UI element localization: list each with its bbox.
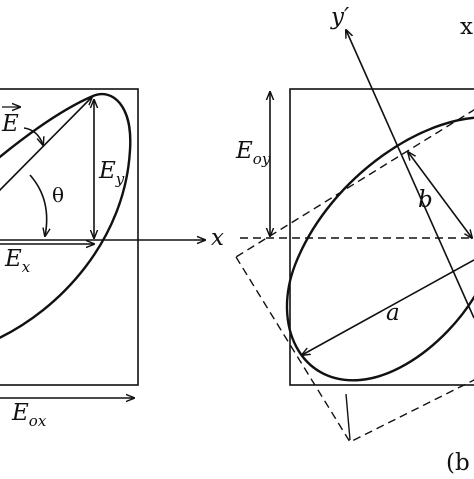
left-panel: E θ Ey Ex x Eox xyxy=(0,88,224,430)
left-polarization-ellipse xyxy=(0,93,132,339)
y-prime-label: y′ xyxy=(330,4,350,30)
semi-major-label: a xyxy=(386,300,400,326)
right-panel: y′ ⅹ Eoy b a (b xyxy=(235,4,474,476)
panel-label: (b xyxy=(446,450,470,474)
rotated-dashed-rectangle xyxy=(235,109,474,443)
eoy-label: Eoy xyxy=(235,138,271,168)
theta-arc-arrow xyxy=(29,174,47,236)
field-vector-label: E xyxy=(1,111,19,137)
x-axis-label: x xyxy=(211,225,224,251)
vector-pointer-arrow xyxy=(23,127,43,145)
right-polarization-ellipse xyxy=(285,116,474,382)
ex-label-sub: x xyxy=(22,258,31,276)
semi-minor-label: b xyxy=(418,187,433,213)
ex-label: Ex xyxy=(4,246,31,276)
eox-label: Eox xyxy=(11,400,47,430)
eox-label-main: E xyxy=(11,400,29,426)
eoy-label-main: E xyxy=(235,138,253,164)
y-prime-axis-lower xyxy=(345,393,351,441)
ey-label-main: E xyxy=(98,158,116,184)
eoy-label-sub: oy xyxy=(253,150,271,168)
semi-minor-axis-b xyxy=(408,152,472,238)
semi-major-axis-a xyxy=(302,259,474,355)
ey-label-sub: y xyxy=(115,170,125,188)
ex-label-main: E xyxy=(4,246,22,272)
left-bounding-rectangle xyxy=(0,88,139,386)
angle-theta-label: θ xyxy=(52,183,64,207)
corner-glyph: ⅹ xyxy=(460,14,473,40)
eox-label-sub: ox xyxy=(29,412,47,430)
ey-label: Ey xyxy=(98,158,125,188)
right-bounding-rectangle xyxy=(289,88,474,386)
y-prime-axis xyxy=(346,30,474,319)
